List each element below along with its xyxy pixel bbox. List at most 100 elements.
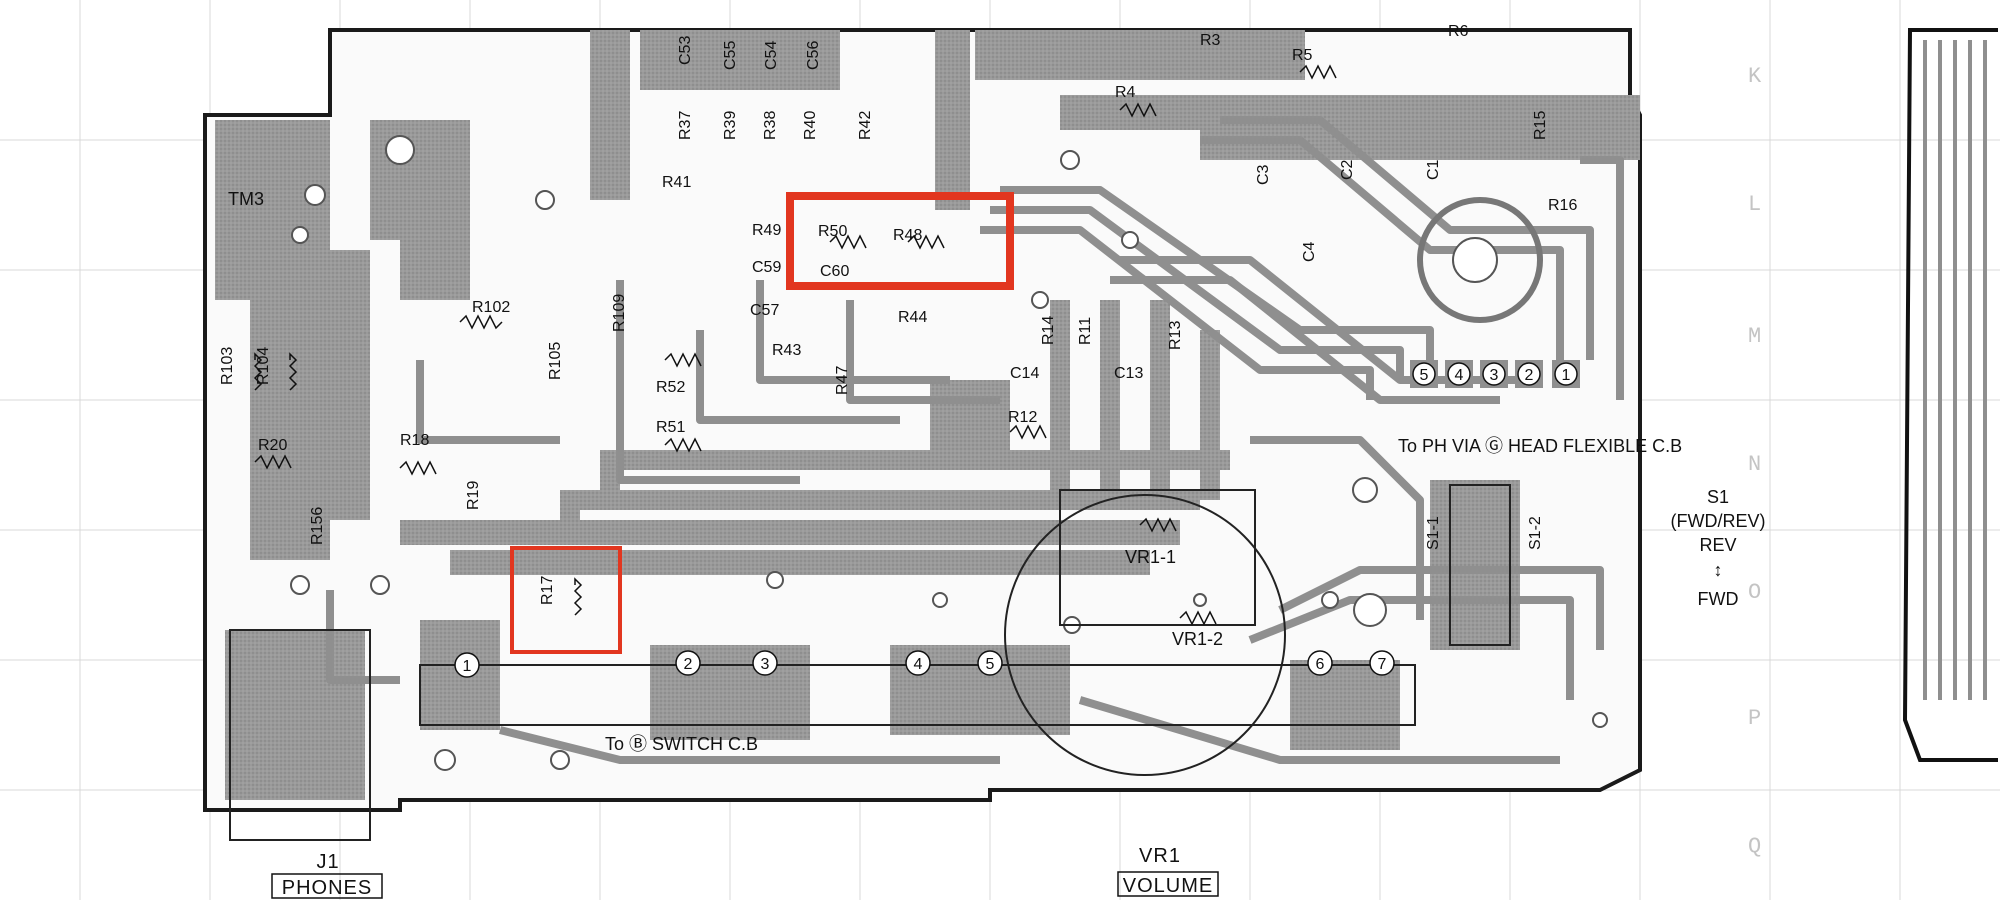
s1-legend: S1 (FWD/REV) REV ↕ FWD (1671, 487, 1766, 609)
svg-text:3: 3 (761, 656, 770, 673)
svg-text:4: 4 (1455, 367, 1464, 384)
s1-fwd: FWD (1698, 589, 1739, 609)
grid-letter: Q (1748, 834, 1761, 859)
grid-row-letters: K L M N O P Q (1748, 64, 1762, 859)
label-C1: C1 (1425, 159, 1442, 180)
traces (326, 116, 1624, 764)
head-pin: 2 (1515, 360, 1543, 388)
note-switch-cb: To Ⓑ SWITCH C.B (605, 734, 758, 754)
grid-letter: L (1748, 192, 1761, 217)
svg-text:7: 7 (1378, 656, 1387, 673)
label-R44: R44 (898, 309, 927, 326)
switch-connector: 1 2 3 4 5 6 7 (454, 650, 1395, 678)
svg-text:3: 3 (1490, 367, 1499, 384)
phones-caption: PHONES (282, 877, 372, 899)
label-R42: R42 (857, 111, 874, 140)
note-head-flexible: To PH VIA Ⓖ HEAD FLEXIBLE C.B (1398, 436, 1682, 456)
label-R16: R16 (1548, 197, 1577, 214)
label-R102: R102 (472, 299, 510, 316)
label-R12: R12 (1008, 409, 1037, 426)
label-R20: R20 (258, 437, 287, 454)
label-VR1-1: VR1-1 (1125, 547, 1176, 567)
head-pin: 5 (1410, 360, 1438, 388)
label-C3: C3 (1255, 164, 1272, 185)
head-pin: 1 (1552, 360, 1580, 388)
label-R18: R18 (400, 432, 429, 449)
label-R4: R4 (1115, 84, 1136, 101)
svg-text:5: 5 (986, 656, 995, 673)
label-R52: R52 (656, 379, 685, 396)
head-pin: 3 (1480, 360, 1508, 388)
label-R47: R47 (834, 366, 851, 395)
label-R3: R3 (1200, 32, 1221, 49)
label-R13: R13 (1167, 321, 1184, 350)
j1-ref: J1 (316, 851, 339, 873)
adjacent-board-edge (1902, 28, 1998, 762)
pads (290, 135, 1608, 771)
label-R38: R38 (762, 111, 779, 140)
label-R14: R14 (1040, 316, 1057, 345)
label-R6: R6 (1448, 23, 1469, 40)
label-R103: R103 (219, 347, 236, 385)
highlight-box-r17 (510, 546, 622, 654)
label-R51: R51 (656, 419, 685, 436)
grid-letter: K (1748, 64, 1762, 89)
head-connector: 5 4 3 2 1 (1410, 360, 1580, 388)
volume-box (1117, 871, 1219, 897)
label-R17: R17 (539, 576, 556, 605)
label-R49: R49 (752, 222, 781, 239)
label-C55: C55 (722, 41, 739, 70)
label-R43: R43 (772, 342, 801, 359)
s1-title: S1 (1707, 487, 1729, 507)
s1-outline (1449, 484, 1511, 646)
footer-labels: J1 PHONES VR1 VOLUME (271, 845, 1219, 899)
vr1-outline (1004, 494, 1286, 776)
s1-subtitle: (FWD/REV) (1671, 511, 1766, 531)
grid-letter: P (1748, 706, 1761, 731)
phones-jack-outline (229, 629, 371, 841)
switch-pin: 5 (977, 650, 1003, 676)
label-C60: C60 (820, 263, 849, 280)
label-S1-1: S1-1 (1425, 516, 1442, 550)
component-labels: TM3 R3 R4 R5 R6 R11 R12 R13 R14 R15 R16 … (219, 23, 1577, 649)
label-TM3: TM3 (228, 189, 264, 209)
label-R40: R40 (802, 111, 819, 140)
label-R48: R48 (893, 227, 922, 244)
grid-letter: N (1748, 452, 1761, 477)
svg-text:5: 5 (1420, 367, 1429, 384)
label-VR1-2: VR1-2 (1172, 629, 1223, 649)
label-R19: R19 (465, 481, 482, 510)
label-C14: C14 (1010, 365, 1039, 382)
label-C56: C56 (805, 41, 822, 70)
s1-rev: REV (1699, 535, 1736, 555)
switch-pin: 2 (675, 650, 701, 676)
svg-text:6: 6 (1316, 656, 1325, 673)
label-R5: R5 (1292, 47, 1313, 64)
switch-pin: 3 (752, 650, 778, 676)
label-R15: R15 (1532, 111, 1549, 140)
label-C13: C13 (1114, 365, 1143, 382)
vr1-bracket (1059, 489, 1256, 626)
adjacent-board-traces (1923, 40, 1987, 700)
s1-arrow-icon: ↕ (1714, 560, 1723, 580)
highlight-box-r48-r50 (786, 192, 1014, 290)
svg-text:1: 1 (463, 658, 472, 675)
label-R11: R11 (1077, 317, 1094, 345)
label-C2: C2 (1339, 159, 1356, 180)
svg-text:4: 4 (914, 656, 923, 673)
label-R104: R104 (255, 347, 272, 385)
label-C4: C4 (1301, 241, 1318, 262)
grid-letter: M (1748, 324, 1761, 349)
label-R41: R41 (662, 174, 691, 191)
board-outline (203, 28, 1642, 812)
label-C57: C57 (750, 302, 779, 319)
vr1-ref: VR1 (1139, 845, 1181, 867)
label-S1-2: S1-2 (1527, 516, 1544, 550)
label-R156: R156 (309, 507, 326, 545)
label-R50: R50 (818, 223, 847, 240)
spindle-outline (1417, 197, 1543, 323)
switch-pin: 7 (1369, 650, 1395, 676)
svg-text:2: 2 (684, 656, 693, 673)
label-C54: C54 (763, 41, 780, 70)
